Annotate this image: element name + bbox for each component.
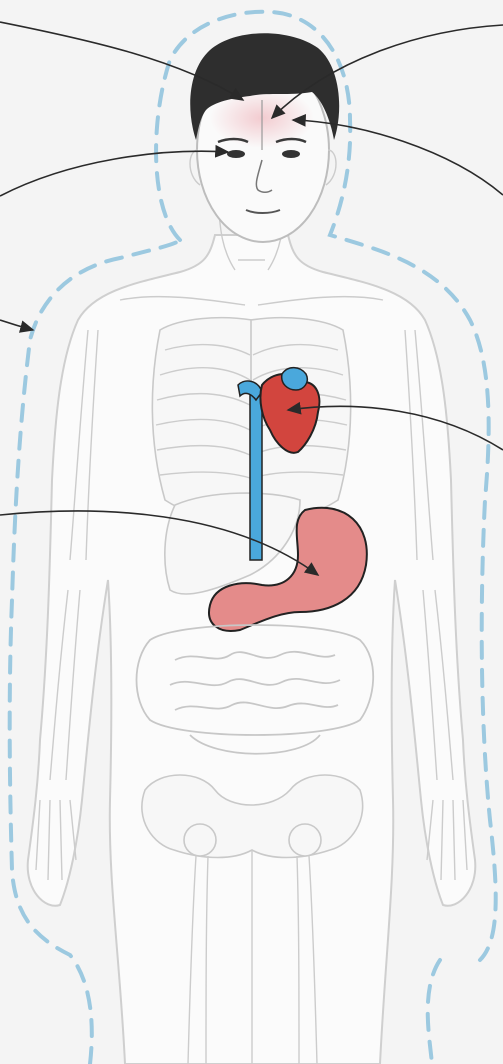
left-eye — [227, 150, 245, 158]
arrow-to-eye — [0, 151, 228, 196]
pulmonary-artery — [282, 368, 308, 390]
right-hip-joint — [289, 824, 321, 856]
arrow-to-aura — [0, 320, 33, 330]
left-hip-joint — [184, 824, 216, 856]
right-eye — [282, 150, 300, 158]
aorta-vessel — [250, 395, 262, 560]
